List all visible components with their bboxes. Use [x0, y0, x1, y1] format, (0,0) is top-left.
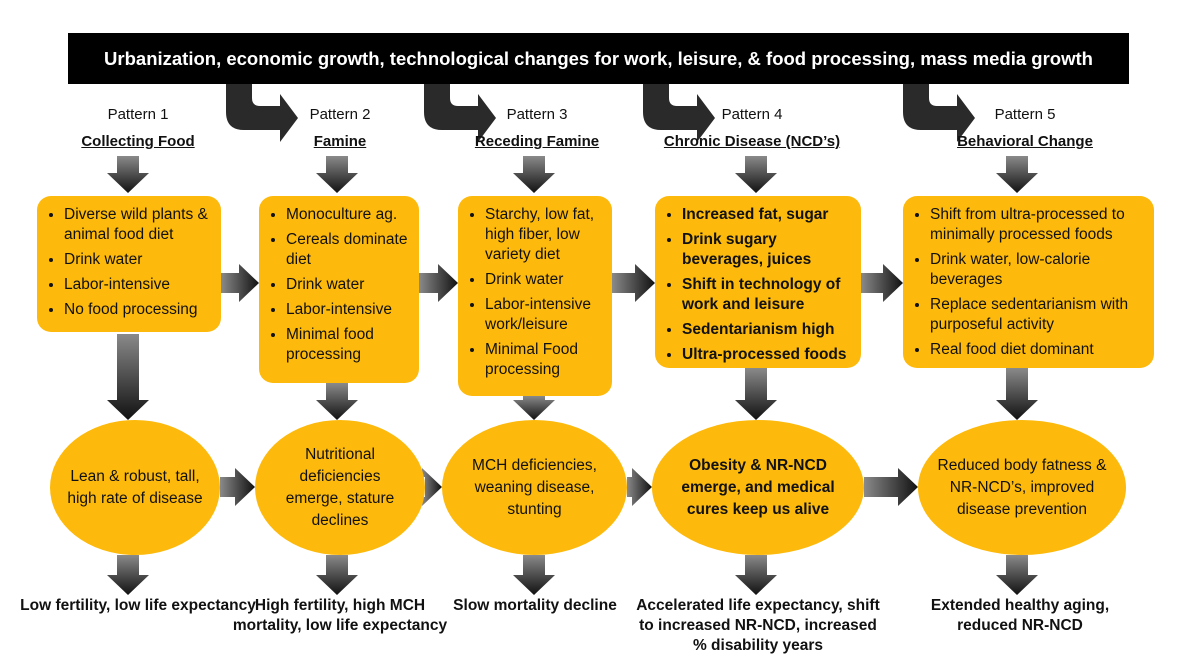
- pattern-4-item: Sedentarianism high: [682, 320, 853, 340]
- pattern-1-outcome: Lean & robust, tall, high rate of diseas…: [50, 420, 220, 555]
- pattern-1-down-arrow-bottom: [107, 555, 149, 595]
- pattern-1-box: Diverse wild plants & animal food diet D…: [37, 196, 221, 332]
- pattern-4-result: Accelerated life expectancy, shift to in…: [636, 597, 880, 654]
- pattern-5-item: Real food diet dominant: [930, 340, 1146, 360]
- pattern-4-box: Increased fat, sugar Drink sugary bevera…: [655, 196, 861, 368]
- pattern-4-item: Increased fat, sugar: [682, 205, 853, 225]
- pattern-5-box: Shift from ultra-processed to minimally …: [903, 196, 1154, 368]
- pattern-3-outcome: MCH deficiencies, weaning disease, stunt…: [442, 420, 627, 555]
- pattern-2-outcome: Nutritional deficiencies emerge, stature…: [255, 420, 425, 555]
- pattern-4-outcome: Obesity & NR-NCD emerge, and medical cur…: [652, 420, 864, 555]
- pattern-1-result: Low fertility, low life expectancy: [20, 597, 256, 614]
- pattern-2-down-arrow-bottom: [316, 555, 358, 595]
- oval-arrow-2-3: [422, 468, 442, 506]
- pattern-2-item: Drink water: [286, 275, 411, 295]
- pattern-1-item: Labor-intensive: [64, 275, 213, 295]
- pattern-3-box: Starchy, low fat, high fiber, low variet…: [458, 196, 612, 396]
- pattern-4-item: Drink sugary beverages, juices: [682, 230, 853, 270]
- pattern-4-item: Ultra-processed foods: [682, 345, 853, 365]
- pattern-3-item: Drink water: [485, 270, 604, 290]
- pattern-5-down-arrow-top: [996, 156, 1038, 193]
- pattern-3-item: Minimal Food processing: [485, 340, 604, 380]
- pattern-3-name: Receding Famine: [474, 133, 600, 150]
- pattern-4-number: Pattern 4: [721, 106, 783, 123]
- pattern-1-item: No food processing: [64, 300, 213, 320]
- pattern-3-down-arrow-middle: [513, 396, 555, 420]
- pattern-1-down-arrow-middle: [107, 334, 149, 420]
- bent-arrow-to-pattern-4: [643, 84, 715, 142]
- pattern-4-down-arrow-middle: [735, 368, 777, 420]
- box-arrow-3-4: [612, 264, 655, 302]
- pattern-2-item: Labor-intensive: [286, 300, 411, 320]
- pattern-5-number: Pattern 5: [994, 106, 1056, 123]
- box-arrow-4-5: [861, 264, 903, 302]
- pattern-5-item: Shift from ultra-processed to minimally …: [930, 205, 1146, 245]
- pattern-2-name: Famine: [313, 133, 367, 150]
- pattern-3-item: Labor-intensive work/leisure: [485, 295, 604, 335]
- pattern-2-item: Minimal food processing: [286, 325, 411, 365]
- pattern-1-item: Drink water: [64, 250, 213, 270]
- pattern-2-down-arrow-top: [316, 156, 358, 193]
- pattern-3-down-arrow-top: [513, 156, 555, 193]
- pattern-5-result: Extended healthy aging, reduced NR-NCD: [930, 597, 1110, 634]
- pattern-2-item: Monoculture ag.: [286, 205, 411, 225]
- pattern-5-down-arrow-middle: [996, 368, 1038, 420]
- pattern-5-item: Drink water, low-calorie beverages: [930, 250, 1146, 290]
- bent-arrow-to-pattern-3: [424, 84, 496, 142]
- drivers-banner: Urbanization, economic growth, technolog…: [68, 33, 1129, 84]
- pattern-1-name: Collecting Food: [81, 133, 195, 150]
- pattern-4-down-arrow-top: [735, 156, 777, 193]
- oval-arrow-4-5: [864, 468, 918, 506]
- pattern-2-item: Cereals dominate diet: [286, 230, 411, 270]
- bent-arrow-to-pattern-2: [226, 84, 298, 142]
- pattern-5-outcome: Reduced body fatness & NR-NCD’s, improve…: [918, 420, 1126, 555]
- pattern-2-down-arrow-middle: [316, 383, 358, 420]
- oval-arrow-1-2: [220, 468, 255, 506]
- bent-arrow-to-pattern-5: [903, 84, 975, 142]
- pattern-3-item: Starchy, low fat, high fiber, low variet…: [485, 205, 604, 265]
- pattern-5-item: Replace sedentarianism with purposeful a…: [930, 295, 1146, 335]
- box-arrow-1-2: [221, 264, 259, 302]
- pattern-3-number: Pattern 3: [506, 106, 568, 123]
- pattern-2-number: Pattern 2: [309, 106, 371, 123]
- pattern-4-name: Chronic Disease (NCD’s): [663, 133, 841, 150]
- pattern-3-result: Slow mortality decline: [453, 597, 617, 614]
- box-arrow-2-3: [419, 264, 458, 302]
- oval-arrow-3-4: [627, 468, 652, 506]
- pattern-1-down-arrow-top: [107, 156, 149, 193]
- pattern-2-box: Monoculture ag. Cereals dominate diet Dr…: [259, 196, 419, 383]
- pattern-5-name: Behavioral Change: [957, 133, 1093, 150]
- pattern-2-result: High fertility, high MCH mortality, low …: [232, 597, 448, 634]
- pattern-3-down-arrow-bottom: [513, 555, 555, 595]
- pattern-1-item: Diverse wild plants & animal food diet: [64, 205, 213, 245]
- pattern-1-number: Pattern 1: [107, 106, 169, 123]
- pattern-4-down-arrow-bottom: [735, 555, 777, 595]
- pattern-4-item: Shift in technology of work and leisure: [682, 275, 853, 315]
- pattern-5-down-arrow-bottom: [996, 555, 1038, 595]
